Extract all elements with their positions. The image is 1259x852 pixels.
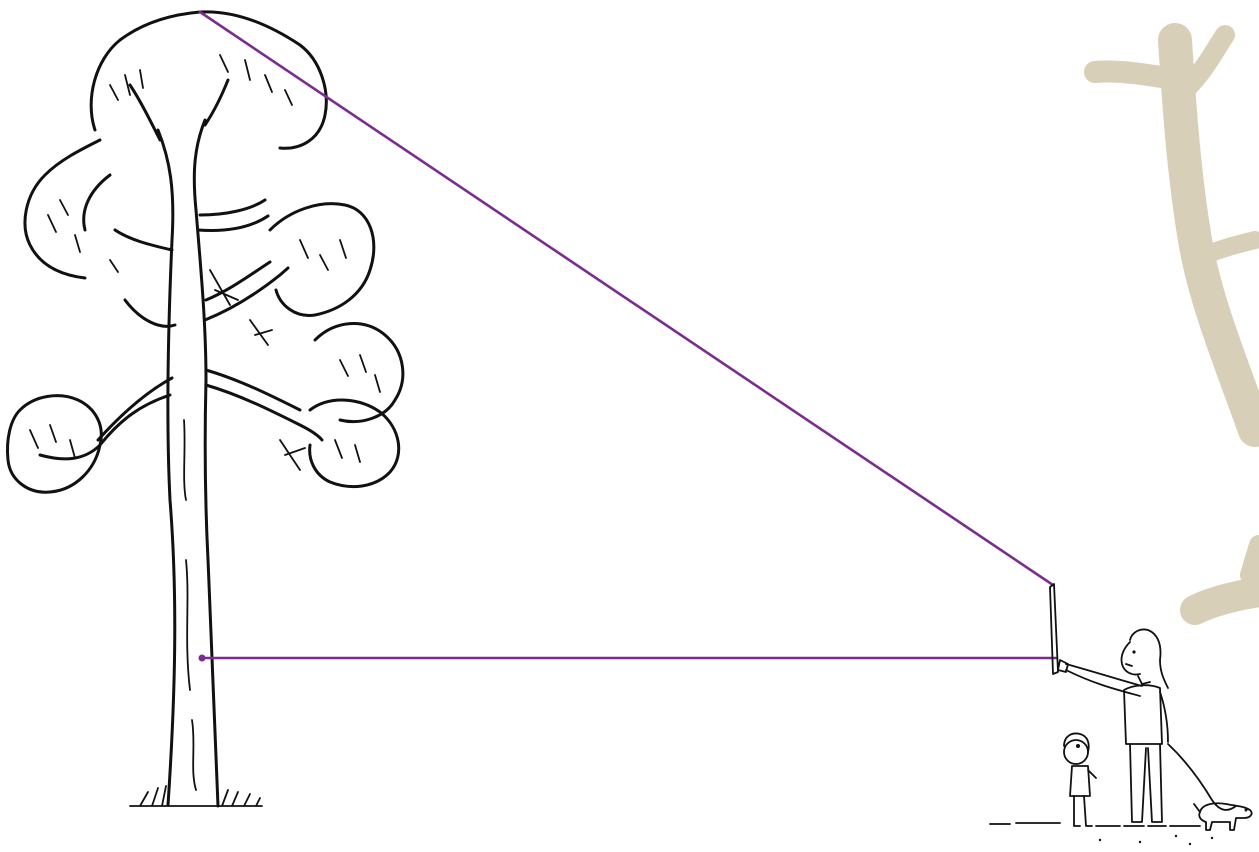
sight-line-to-treetop xyxy=(200,12,1053,585)
background-tree-silhouette xyxy=(1095,35,1259,610)
ground xyxy=(990,823,1213,845)
dog-icon xyxy=(1194,803,1252,830)
tree-icon xyxy=(8,12,403,806)
trunk-mark-dot xyxy=(199,655,206,662)
stick-icon xyxy=(1050,584,1058,674)
child-icon xyxy=(1064,734,1096,827)
